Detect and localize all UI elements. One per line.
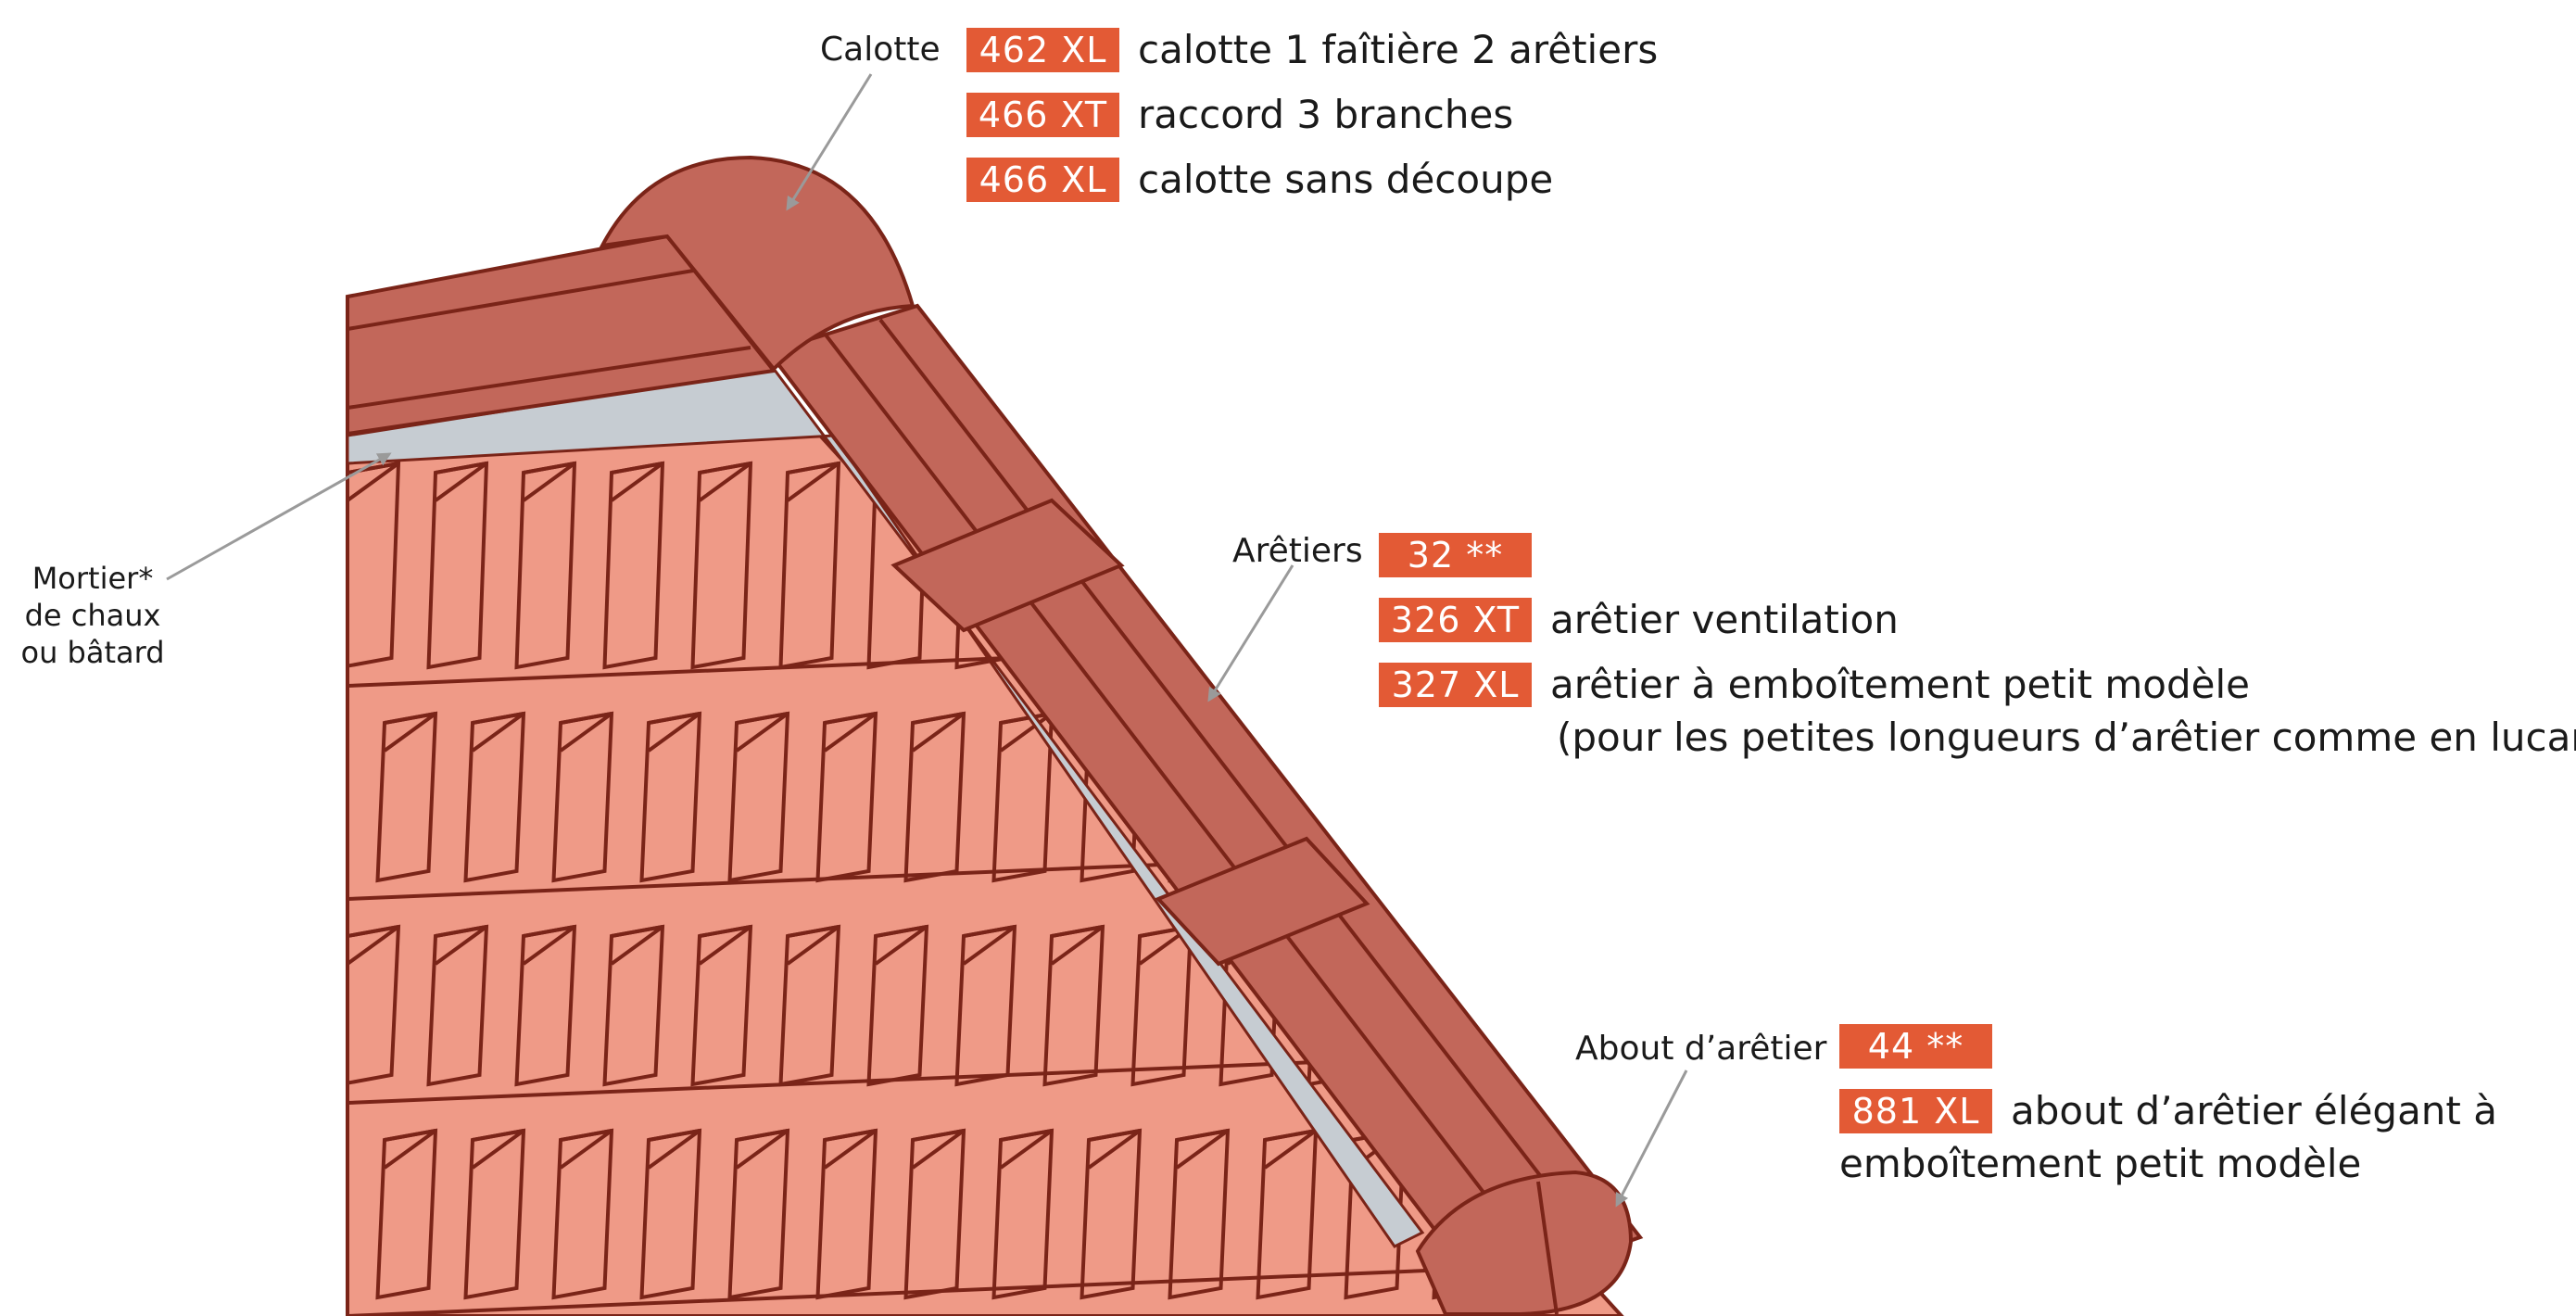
tile xyxy=(1346,714,1405,880)
about-code-1: 44 ** xyxy=(1839,1024,1992,1069)
aretiers-code-1: 32 ** xyxy=(1379,533,1532,577)
calotte-desc-2: raccord 3 branches xyxy=(1138,93,1513,137)
about-desc-continuation: emboîtement petit modèle xyxy=(1839,1142,2361,1186)
tile-nib xyxy=(1228,463,1279,500)
about-code-2: 881 XL xyxy=(1839,1089,1992,1133)
tile-nib xyxy=(1140,463,1191,500)
calotte-desc-1: calotte 1 faîtière 2 arêtiers xyxy=(1138,28,1658,72)
aretiers-code-2: 326 XT xyxy=(1379,598,1532,642)
tile-nib xyxy=(1492,463,1543,500)
tile-nib xyxy=(1404,463,1455,500)
calotte-desc-3: calotte sans découpe xyxy=(1138,158,1553,202)
tile-nib xyxy=(1353,714,1404,751)
aretiers-label: Arêtiers xyxy=(1232,531,1363,571)
tile-nib xyxy=(1492,927,1543,964)
calotte-label: Calotte xyxy=(820,30,941,70)
tile-nib xyxy=(1580,927,1631,964)
tile xyxy=(1434,714,1493,880)
aretiers-code-3: 327 XL xyxy=(1379,663,1532,707)
calotte-code-1: 462 XL xyxy=(966,28,1119,72)
tile-nib xyxy=(1617,1131,1668,1168)
calotte-code-3: 466 XL xyxy=(966,158,1119,202)
tile-nib xyxy=(1265,714,1316,751)
aretiers-arrow xyxy=(1209,565,1293,700)
calotte-code-2: 466 XT xyxy=(966,93,1119,137)
aretiers-note: (pour les petites longueurs d’arêtier co… xyxy=(1557,715,2576,760)
tile-nib xyxy=(1580,463,1631,500)
mortier-line-3: ou bâtard xyxy=(19,635,167,670)
tile-nib xyxy=(1316,463,1367,500)
aretiers-desc-3: arêtier à emboîtement petit modèle xyxy=(1550,663,2250,707)
tile-nib xyxy=(1441,714,1492,751)
mortier-line-2: de chaux xyxy=(19,598,167,633)
about-label: About d’arêtier xyxy=(1575,1029,1826,1069)
aretiers-desc-2: arêtier ventilation xyxy=(1550,598,1899,642)
mortier-line-1: Mortier* xyxy=(19,561,167,596)
about-desc-2: about d’arêtier élégant à xyxy=(2011,1089,2497,1133)
about-arrow xyxy=(1617,1070,1686,1205)
